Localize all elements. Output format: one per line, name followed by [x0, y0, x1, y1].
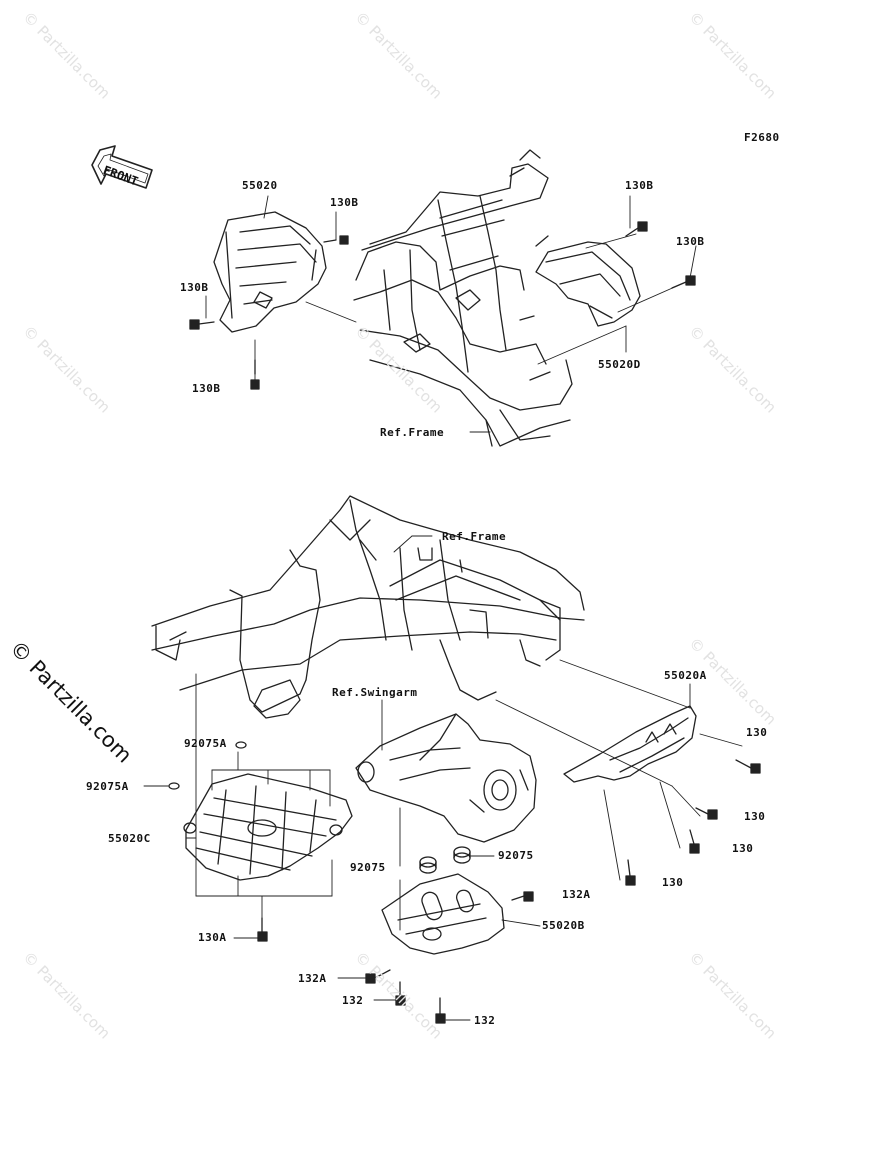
bolt-130-bottom-icon — [257, 759, 761, 1024]
label-92075-1: 92075 — [350, 861, 386, 874]
frame-top-part — [353, 149, 573, 447]
label-130-3: 130 — [732, 842, 754, 855]
label-130a: 130A — [198, 931, 227, 944]
cap-92075-icon — [168, 741, 471, 874]
skid-plate-55020b-part — [381, 873, 505, 955]
frame-bottom-part — [151, 495, 585, 719]
label-130b-right1: 130B — [625, 179, 654, 192]
guard-55020-part — [213, 211, 327, 333]
swingarm-part — [355, 713, 537, 843]
front-arrow-icon — [91, 145, 153, 189]
label-130b-left: 130B — [180, 281, 209, 294]
label-55020b: 55020B — [542, 919, 585, 932]
label-130b-right2: 130B — [676, 235, 705, 248]
label-55020c: 55020C — [108, 832, 151, 845]
guard-55020a-part — [563, 705, 697, 783]
label-132-1: 132 — [342, 994, 364, 1007]
bolt-130b-top-icon — [189, 221, 696, 390]
label-130b-bottom: 130B — [192, 382, 221, 395]
guard-55020d-part — [535, 241, 641, 327]
label-130-4: 130 — [662, 876, 684, 889]
figure-code: F2680 — [744, 131, 780, 144]
label-92075a-2: 92075A — [86, 780, 129, 793]
leader-lines-bottom — [143, 535, 743, 1021]
label-55020d: 55020D — [598, 358, 641, 371]
label-55020a: 55020A — [664, 669, 707, 682]
label-ref-swingarm: Ref.Swingarm — [332, 686, 418, 699]
label-132a-1: 132A — [562, 888, 591, 901]
label-92075-2: 92075 — [498, 849, 534, 862]
label-92075a-1: 92075A — [184, 737, 227, 750]
label-132a-2: 132A — [298, 972, 327, 985]
skid-plate-55020c-part — [183, 773, 353, 881]
label-130b-top: 130B — [330, 196, 359, 209]
label-ref-frame-top: Ref.Frame — [380, 426, 445, 439]
leader-lines-top — [205, 195, 697, 433]
label-ref-frame-bottom: Ref.Frame — [442, 530, 507, 543]
label-132-2: 132 — [474, 1014, 496, 1027]
label-130-2: 130 — [744, 810, 766, 823]
label-55020: 55020 — [242, 179, 278, 192]
label-130-1: 130 — [746, 726, 768, 739]
